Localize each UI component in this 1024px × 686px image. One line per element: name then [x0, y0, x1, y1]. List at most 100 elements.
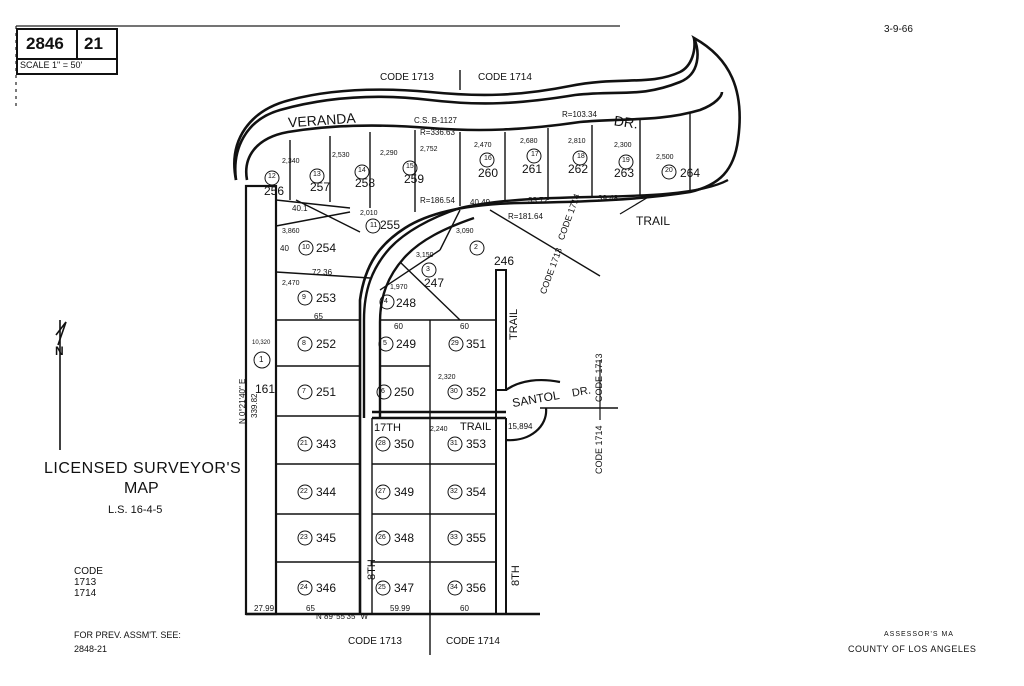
- map-book-page-box: 2846 21 SCALE 1" = 50': [16, 28, 118, 75]
- veranda-dr-outer-edge: [234, 35, 741, 614]
- code-bottom-right: CODE 1714: [446, 636, 500, 647]
- lot-30: 30: [450, 388, 458, 395]
- parcel-346: 346: [316, 581, 337, 595]
- annot-7236: 72.36: [312, 268, 333, 277]
- lot-6: 6: [381, 388, 385, 395]
- lot-28: 28: [378, 440, 386, 447]
- lot-15: 15: [406, 163, 414, 170]
- annot-r-inner: R=186.54: [420, 196, 455, 205]
- map-title-line2: MAP: [124, 480, 159, 497]
- parcel-349: 349: [394, 485, 415, 499]
- area-12: 2,340: [282, 158, 300, 165]
- scale-note: SCALE 1" = 50': [20, 60, 83, 70]
- lot-22: 22: [300, 488, 308, 495]
- annot-santol-r: 15,894: [508, 422, 533, 431]
- parcel-255: 255: [380, 218, 401, 232]
- map-title-line1: LICENSED SURVEYOR'S: [44, 460, 242, 477]
- lot-24: 24: [300, 584, 308, 591]
- street-8th-left: 8TH: [366, 559, 378, 580]
- area-19: 2,300: [614, 142, 632, 149]
- parcel-354: 354: [466, 485, 487, 499]
- lot-7: 7: [302, 388, 306, 395]
- santol-dr-curve-lower: [505, 407, 548, 442]
- annot-65-a: 65: [314, 312, 323, 321]
- annot-dist-left: 339.82: [250, 393, 259, 418]
- area-4: 1,970: [390, 284, 408, 291]
- code-right-b: CODE 1714: [594, 425, 604, 474]
- area-15: 2,752: [420, 146, 438, 153]
- top-lot-lines: [275, 112, 691, 212]
- annot-5999: 59.99: [390, 604, 411, 613]
- lot-10: 10: [302, 244, 310, 251]
- parcel-264: 264: [680, 166, 701, 180]
- lot-34: 34: [450, 584, 458, 591]
- area-11: 2,010: [360, 210, 378, 217]
- santol-dr-curve: [505, 379, 561, 391]
- code-bottom-left: CODE 1713: [348, 636, 402, 647]
- county-label: COUNTY OF LOS ANGELES: [848, 644, 977, 654]
- area-9: 2,470: [282, 280, 300, 287]
- annot-cs: C.S. B-1127: [414, 116, 457, 125]
- trail-leader: [619, 195, 651, 215]
- lot-3: 3: [426, 266, 430, 273]
- code-line-diagonal: [489, 209, 601, 277]
- lot-23: 23: [300, 534, 308, 541]
- area-18: 2,810: [568, 138, 586, 145]
- inner-road-curve: [362, 206, 461, 418]
- veranda-dr-upper-edge: [233, 37, 696, 181]
- parcel-259: 259: [404, 172, 425, 186]
- annot-bearing-bottom: N 89°55'35" W: [316, 612, 369, 621]
- lot-29: 29: [451, 340, 459, 347]
- parcel-250: 250: [394, 385, 415, 399]
- lot-31: 31: [450, 440, 458, 447]
- parcel-350: 350: [394, 437, 415, 451]
- lot-25: 25: [378, 584, 386, 591]
- annot-r-top: R=103.34: [562, 110, 597, 119]
- annot-2799: 27.99: [254, 604, 275, 613]
- lot-2: 2: [474, 244, 478, 251]
- parcel-251: 251: [316, 385, 337, 399]
- prev-assessment-value: 2848-21: [74, 644, 108, 654]
- parcel-161: 161: [255, 382, 276, 396]
- lot-14: 14: [358, 167, 366, 174]
- street-veranda-dr: DR.: [613, 112, 640, 132]
- parcel-256: 256: [264, 184, 285, 198]
- lot-number-circles: [253, 148, 677, 596]
- lot-4: 4: [384, 298, 388, 305]
- street-17th: 17TH: [374, 422, 401, 434]
- lot-12: 12: [268, 173, 276, 180]
- area-10: 3,860: [282, 228, 300, 235]
- area-20: 2,500: [656, 154, 674, 161]
- parcel-345: 345: [316, 531, 337, 545]
- street-trail: TRAIL: [636, 214, 671, 228]
- lot-18: 18: [577, 153, 585, 160]
- west-lot-lines: [275, 199, 371, 563]
- code-top-left: CODE 1713: [380, 72, 434, 83]
- street-17th-trail: TRAIL: [460, 421, 492, 433]
- parcel-249: 249: [396, 337, 417, 351]
- annot-4049: 40.49: [470, 198, 491, 207]
- code-left-2: 1714: [74, 588, 97, 599]
- north-arrow-head-icon: [55, 321, 67, 346]
- area-2: 3,090: [456, 228, 474, 235]
- prev-assessment-label: FOR PREV. ASSM'T. SEE:: [74, 630, 181, 640]
- parcel-344: 344: [316, 485, 337, 499]
- north-label: N: [55, 344, 64, 358]
- annot-40: 40: [280, 244, 289, 253]
- parcel-343: 343: [316, 437, 337, 451]
- lot-17: 17: [531, 151, 539, 158]
- parcel-258: 258: [355, 176, 376, 190]
- page-box-rule: [18, 58, 116, 60]
- parcel-257: 257: [310, 180, 331, 194]
- parcel-252: 252: [316, 337, 337, 351]
- annot-r-trail: R=181.64: [508, 212, 543, 221]
- street-trail-vertical: TRAIL: [508, 308, 520, 340]
- veranda-dr-inner-edge: [244, 91, 724, 181]
- parcel-260: 260: [478, 166, 499, 180]
- area-31: 2,240: [430, 426, 448, 433]
- lot-8: 8: [302, 340, 306, 347]
- parcel-347: 347: [394, 581, 415, 595]
- area-14: 2,290: [380, 150, 398, 157]
- annot-bearing-left: N 0°21'40" E: [238, 378, 247, 424]
- code-left-1: 1713: [74, 577, 97, 588]
